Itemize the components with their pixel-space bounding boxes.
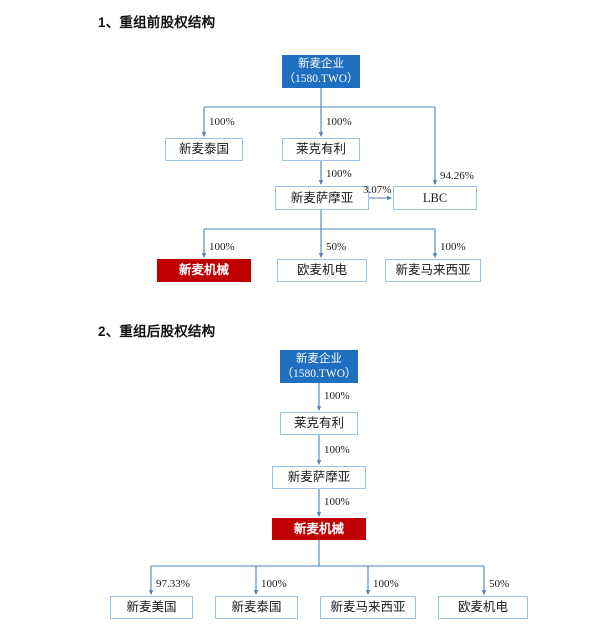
node-c2-samoa[interactable]: 新麦萨摩亚 bbox=[272, 466, 366, 489]
edge-label-c1-parent-laikeyouli: 100% bbox=[326, 116, 352, 128]
edge-label-c2-machinery-malaysia: 100% bbox=[373, 578, 399, 590]
node-c1-thailand[interactable]: 新麦泰国 bbox=[165, 138, 243, 161]
node-c1-lbc[interactable]: LBC bbox=[393, 186, 477, 210]
edge-label-c1-laikeyouli-samoa: 100% bbox=[326, 168, 352, 180]
org-chart-pre-restructure: 新麦企业 （1580.TWO） 新麦泰国 莱克有利 新麦萨摩亚 LBC 新麦机械… bbox=[0, 0, 615, 300]
node-c1-laikeyouli[interactable]: 莱克有利 bbox=[282, 138, 360, 161]
node-c1-parent[interactable]: 新麦企业 （1580.TWO） bbox=[282, 55, 360, 88]
edge-label-c2-machinery-usa: 97.33% bbox=[156, 578, 190, 590]
node-c1-malaysia[interactable]: 新麦马来西亚 bbox=[385, 259, 481, 282]
node-c2-parent[interactable]: 新麦企业 （1580.TWO） bbox=[280, 350, 358, 383]
section-heading-post-restructure: 2、重组后股权结构 bbox=[98, 324, 216, 339]
org-chart-post-restructure: 新麦企业 （1580.TWO） 莱克有利 新麦萨摩亚 新麦机械 新麦美国 新麦泰… bbox=[0, 330, 615, 628]
node-c1-oumai[interactable]: 欧麦机电 bbox=[277, 259, 367, 282]
edge-label-c2-samoa-machinery: 100% bbox=[324, 496, 350, 508]
edge-label-c1-samoa-malaysia: 100% bbox=[440, 241, 466, 253]
node-c2-parent-line1: 新麦企业 bbox=[296, 353, 342, 366]
node-c2-machinery[interactable]: 新麦机械 bbox=[272, 518, 366, 540]
node-c1-machinery[interactable]: 新麦机械 bbox=[157, 259, 251, 282]
node-c1-samoa[interactable]: 新麦萨摩亚 bbox=[275, 186, 369, 210]
edge-label-c2-machinery-oumai: 50% bbox=[489, 578, 510, 590]
edge-label-c1-samoa-oumai: 50% bbox=[326, 241, 347, 253]
edge-label-c2-machinery-thailand: 100% bbox=[261, 578, 287, 590]
node-c2-usa[interactable]: 新麦美国 bbox=[110, 596, 193, 619]
edge-label-c1-samoa-lbc: 3.07% bbox=[363, 184, 392, 196]
node-c1-parent-line2: （1580.TWO） bbox=[283, 72, 359, 85]
section-heading-pre-restructure: 1、重组前股权结构 bbox=[98, 15, 216, 30]
node-c2-laikeyouli[interactable]: 莱克有利 bbox=[280, 412, 358, 435]
edge-label-c1-parent-thailand: 100% bbox=[209, 116, 235, 128]
node-c2-thailand[interactable]: 新麦泰国 bbox=[215, 596, 298, 619]
edge-label-c2-laikeyouli-samoa: 100% bbox=[324, 444, 350, 456]
node-c2-parent-line2: （1580.TWO） bbox=[281, 367, 357, 380]
node-c1-parent-line1: 新麦企业 bbox=[298, 58, 344, 71]
edge-label-c1-parent-lbc: 94.26% bbox=[440, 170, 474, 182]
edge-label-c1-samoa-machinery: 100% bbox=[209, 241, 235, 253]
node-c2-malaysia[interactable]: 新麦马来西亚 bbox=[320, 596, 416, 619]
edge-label-c2-parent-laikeyouli: 100% bbox=[324, 390, 350, 402]
node-c2-oumai[interactable]: 欧麦机电 bbox=[438, 596, 528, 619]
